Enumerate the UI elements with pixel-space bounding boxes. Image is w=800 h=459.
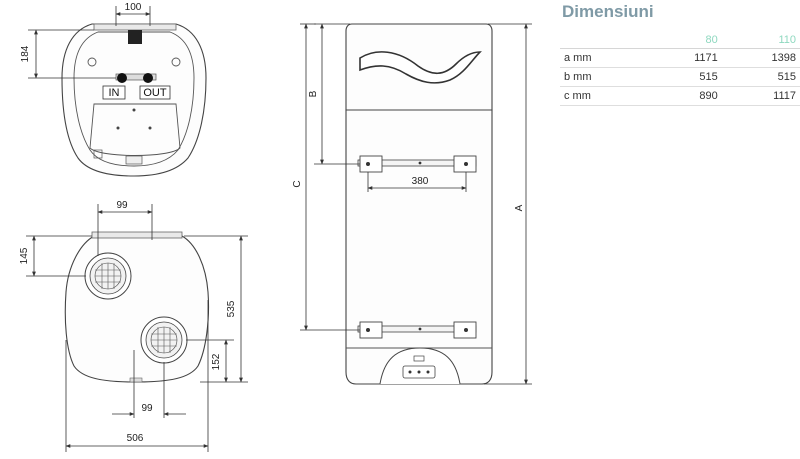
fitting-left-icon [87,57,97,67]
in-label: IN [109,87,120,99]
dim-b-label: B [308,90,319,97]
front-view: 380 B C A [292,23,532,385]
dim-bottom-offset: 99 [141,403,153,414]
cell-80: 890 [645,86,722,106]
outlet-connection-icon [143,73,153,83]
fitting-right-icon [171,57,181,67]
table-row: b mm 515 515 [560,67,800,87]
top-center-connector [128,30,142,44]
cell-110: 515 [721,67,800,87]
cell-80: 515 [645,67,722,87]
column-header-110: 110 [721,32,800,49]
dim-bottom-top-offset: 99 [116,200,128,211]
row-label: c mm [560,86,646,106]
cell-80: 1171 [645,48,722,68]
bottom-view: 99 145 535 152 99 506 [19,200,248,452]
dim-a-label: A [514,204,525,211]
dim-bottom-width: 506 [127,433,144,444]
dim-c-label: C [292,180,303,187]
out-label-box [139,85,171,100]
table-row: a mm 1171 1398 [560,48,800,68]
column-header-label [560,32,646,49]
dimensions-panel: Dimensiuni 80 110 a mm 1171 1398 b mm 51… [560,2,800,106]
bottom-back-plate [91,231,183,239]
bottom-view-outline [64,235,210,383]
dim-top-width: 100 [125,2,142,13]
panel-title: Dimensiuni [562,2,654,21]
cell-110: 1117 [721,86,800,106]
cell-110: 1398 [721,48,800,68]
top-view-outline [61,23,207,177]
top-view: IN OUT 100 184 [20,2,207,177]
dimensions-table: 80 110 a mm 1171 1398 b mm 515 515 c mm … [560,32,800,106]
top-back-plate [93,23,177,31]
pipe-bar [115,73,157,81]
front-tank-body [345,109,493,385]
row-label: a mm [560,48,646,68]
duct-upper-icon [84,252,132,300]
dim-bracket-distance: 380 [412,176,429,187]
top-inner-cavity [89,103,181,156]
dim-bottom-lower: 152 [211,353,222,370]
duct-lower-icon [140,316,188,364]
front-wave-logo [359,51,482,84]
dim-top-depth: 184 [20,45,31,62]
upper-wall-bracket [357,155,477,173]
in-label-box [102,85,126,100]
top-drain [125,155,143,165]
row-label: b mm [560,67,646,87]
table-row: c mm 890 1117 [560,86,800,106]
dim-bottom-top-depth: 145 [19,247,30,264]
table-header-row: 80 110 [560,32,800,49]
out-label: OUT [143,87,167,99]
column-header-80: 80 [645,32,722,49]
dim-bottom-height: 535 [226,300,237,317]
inlet-connection-icon [117,73,127,83]
